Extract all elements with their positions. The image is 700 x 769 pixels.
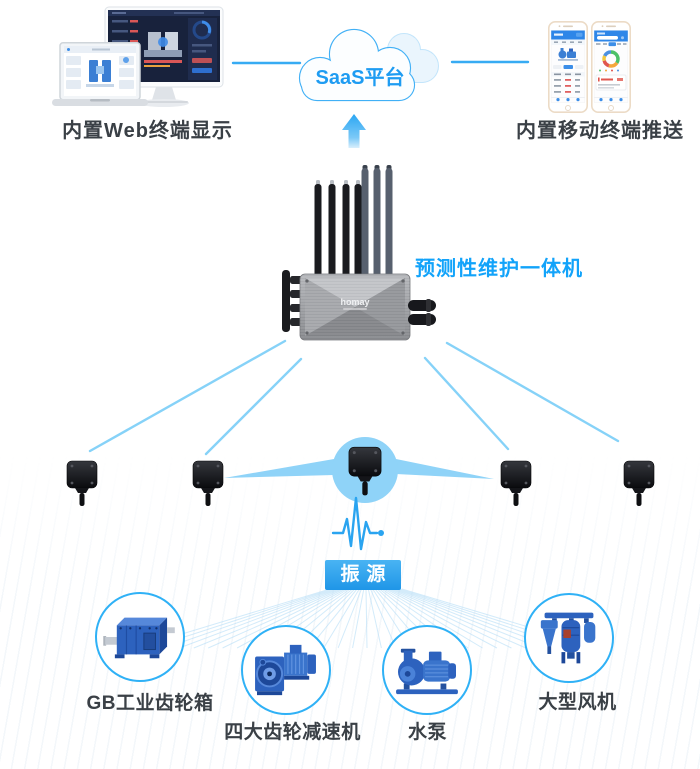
gateway-enclosure: homay bbox=[299, 273, 411, 341]
phone-donut-legend bbox=[599, 69, 619, 72]
equipment-circle-reducer bbox=[241, 625, 331, 715]
phone-pump-graphic bbox=[558, 48, 578, 61]
phone-left bbox=[548, 21, 589, 118]
equipment-circle-gearbox bbox=[95, 592, 185, 682]
vibration-sensor-1 bbox=[60, 458, 104, 519]
equipment-label-gearbox: GB工业齿轮箱 bbox=[86, 693, 214, 714]
vibration-sensor-3-highlighted bbox=[340, 444, 390, 509]
laptop bbox=[52, 42, 148, 115]
vibration-sensor-2 bbox=[186, 458, 230, 519]
gateway-brand-text: homay bbox=[340, 297, 369, 307]
vibration-sensor-5 bbox=[617, 458, 661, 519]
water-pump-icon bbox=[396, 648, 458, 695]
cloud-label: SaaS平台 bbox=[315, 67, 405, 89]
gateway-device: homay bbox=[280, 150, 445, 351]
equipment-circle-fan bbox=[524, 593, 614, 683]
industrial-gearbox-icon bbox=[103, 617, 175, 659]
web-terminal-label: 内置Web终端显示 bbox=[62, 120, 233, 142]
large-fan-icon bbox=[540, 612, 596, 664]
equipment-label-fan: 大型风机 bbox=[538, 692, 617, 713]
equipment-label-reducer: 四大齿轮减速机 bbox=[224, 722, 361, 743]
equipment-circle-pump bbox=[382, 625, 472, 715]
vibration-sensor-4 bbox=[494, 458, 538, 519]
arrow-up-icon bbox=[342, 114, 366, 148]
gateway-sensor-links bbox=[88, 339, 620, 456]
phone-donut-chart bbox=[602, 50, 620, 68]
gateway-label: 预测性维护一体机 bbox=[415, 258, 583, 280]
equipment-label-pump: 水泵 bbox=[407, 722, 447, 743]
saas-cloud bbox=[292, 24, 442, 113]
gear-reducer-icon bbox=[255, 644, 316, 696]
mobile-terminal-label: 内置移动终端推送 bbox=[516, 120, 684, 142]
gateway-cable-connectors bbox=[408, 299, 436, 326]
vibration-source-badge: 振源 bbox=[325, 560, 401, 590]
phone-right bbox=[591, 21, 632, 118]
